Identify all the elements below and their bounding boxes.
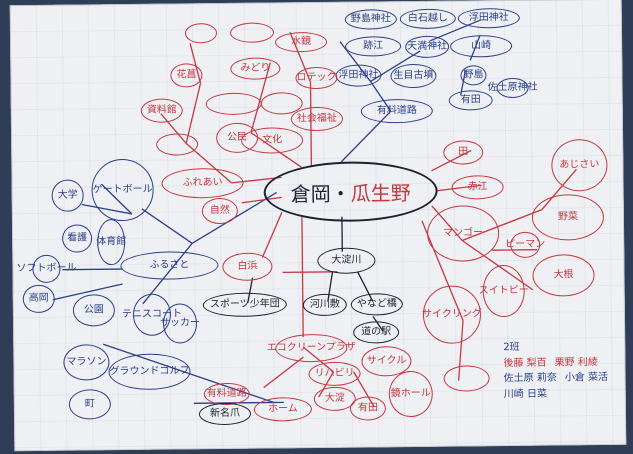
node-west-6: 体育館 [96, 219, 126, 266]
member-1: 後藤 梨百 [503, 357, 547, 369]
node-west-14: 看護 [61, 224, 93, 253]
node-west-13: 大学 [51, 179, 84, 212]
member-4: 小倉 菜活 [564, 371, 609, 384]
center-topic-suffix: 瓜生野 [350, 180, 411, 206]
member-3: 佐土原 莉奈 [503, 372, 557, 385]
node-west-2: ゲートボール [91, 158, 154, 222]
center-topic-main: 倉岡・ [290, 181, 351, 206]
node-east-7: ピーマン [505, 231, 545, 258]
group-members-note: 2班 後藤 梨百 栗野 利綾 佐土原 莉奈 小倉 菜活 川崎 日菜 [503, 339, 633, 402]
member-2: 栗野 利綾 [554, 356, 598, 369]
mind-map-paper: 倉岡・瓜生野 有料道路 浮田神社 生目古墳 天満神社 跡江 野島神社 白石越し … [9, 0, 627, 452]
node-south-6: 鏡ホール [388, 370, 434, 418]
group-label: 2班 [503, 341, 520, 354]
node-south-center-2: サイクリング [422, 285, 482, 344]
node-west-10: ソフトボール [16, 254, 76, 283]
node-west-5: サッカー [160, 303, 200, 344]
connector-lines [52, 19, 577, 407]
node-east-6: スイトピー [479, 264, 529, 318]
member-5: 川崎 日菜 [503, 388, 548, 400]
